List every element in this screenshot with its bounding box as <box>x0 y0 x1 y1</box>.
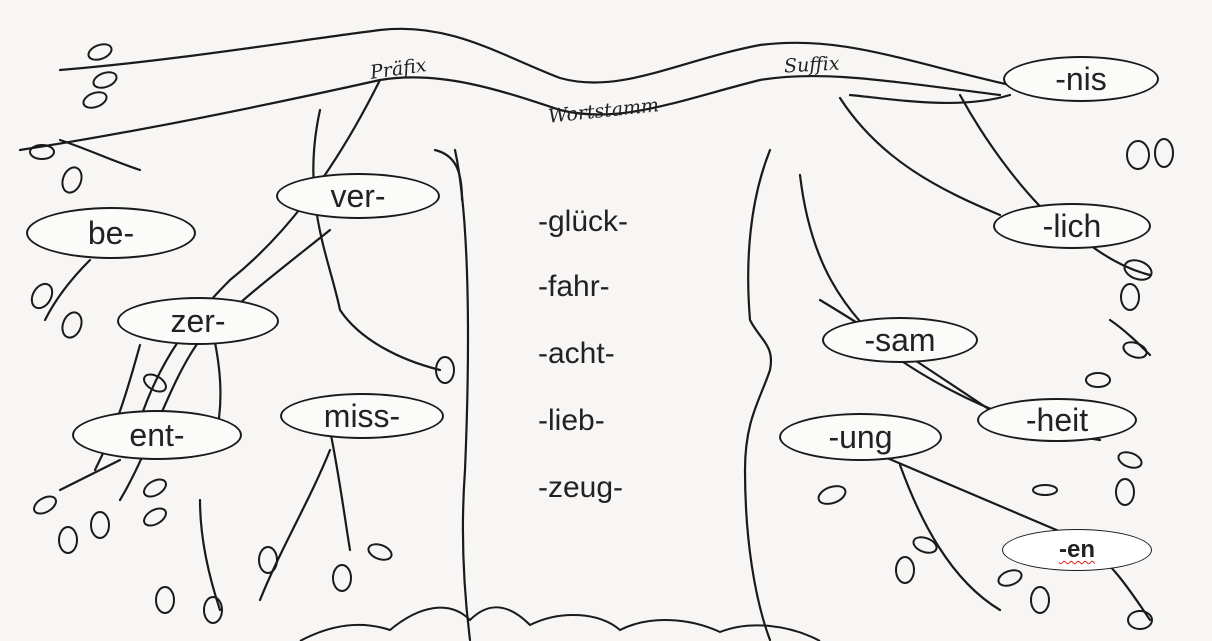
suffix-ung[interactable]: -ung <box>779 413 942 461</box>
stem-fahr: -fahr- <box>538 270 610 304</box>
prefix-zer[interactable]: zer- <box>117 297 279 345</box>
suffix-sam[interactable]: -sam <box>822 317 978 363</box>
prefix-be[interactable]: be- <box>26 207 196 259</box>
prefix-miss[interactable]: miss- <box>280 393 444 439</box>
prefix-ver[interactable]: ver- <box>276 173 440 219</box>
suffix-en-text: -en <box>1059 536 1095 564</box>
label-suffix: Suffix <box>783 53 840 78</box>
stem-zeug: -zeug- <box>538 471 623 505</box>
stem-acht: -acht- <box>538 337 615 371</box>
suffix-heit[interactable]: -heit <box>977 398 1137 442</box>
stem-gluck: -glück- <box>538 205 628 239</box>
suffix-lich[interactable]: -lich <box>993 203 1151 249</box>
prefix-ent[interactable]: ent- <box>72 410 242 460</box>
suffix-en[interactable]: -en <box>1002 529 1152 571</box>
suffix-nis[interactable]: -nis <box>1003 56 1159 102</box>
stem-lieb: -lieb- <box>538 404 605 438</box>
